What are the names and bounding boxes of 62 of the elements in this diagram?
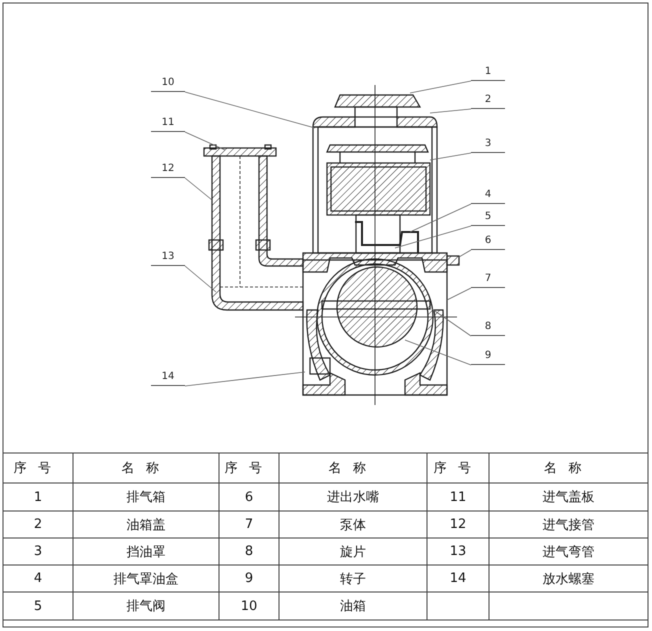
part-name: 进气接管	[542, 516, 594, 534]
leader-line	[430, 152, 472, 160]
callout-number: 13	[151, 251, 185, 266]
item-number: 12	[450, 517, 466, 532]
leader-line	[458, 250, 472, 258]
item-number: 11	[450, 490, 466, 504]
part-name: 进气弯管	[542, 544, 594, 560]
leader-line	[432, 308, 472, 336]
callout-number: 6	[471, 235, 505, 250]
part-name: 排气罩油盒	[114, 570, 178, 588]
callout-number: 8	[471, 321, 505, 336]
leader-line	[430, 108, 472, 114]
leader-line	[394, 226, 472, 248]
item-number: 7	[244, 517, 254, 532]
item-number: 1	[34, 490, 42, 504]
part-name: 旋片	[340, 544, 366, 560]
part-name: 泵体	[340, 516, 366, 534]
callout-number: 5	[471, 211, 505, 226]
column-header: 名称	[121, 460, 171, 477]
part-name: 油箱	[340, 598, 366, 615]
item-number: 14	[450, 571, 466, 586]
part-name: 放水螺塞	[542, 570, 594, 588]
callout-number: 11	[151, 117, 185, 132]
leader-line	[184, 132, 226, 150]
item-number: 9	[244, 571, 254, 586]
part-name: 油箱盖	[126, 516, 166, 534]
leader-line	[410, 80, 472, 94]
part-name: 排气箱	[126, 489, 166, 506]
callout-number: 3	[471, 138, 505, 153]
leader-line	[184, 178, 212, 200]
callout-number: 12	[151, 163, 185, 178]
column-header: 序号	[433, 460, 483, 477]
part-name: 排气阀	[126, 598, 166, 615]
leader-line	[184, 372, 306, 386]
column-header: 序号	[13, 460, 63, 477]
column-header: 名称	[328, 460, 378, 477]
leader-line	[184, 92, 316, 128]
callout-number: 9	[471, 350, 505, 365]
leader-line	[184, 266, 216, 292]
item-number: 2	[34, 517, 42, 532]
item-number: 10	[240, 598, 258, 614]
callout-number: 7	[471, 273, 505, 288]
item-number: 3	[34, 544, 42, 559]
callout-number: 10	[151, 77, 185, 92]
leader-line	[404, 340, 472, 366]
part-name: 挡油罩	[126, 544, 166, 560]
part-name: 进出水嘴	[327, 489, 379, 506]
callout-number: 1	[471, 66, 505, 81]
item-number: 8	[244, 544, 254, 559]
part-name: 进气盖板	[542, 489, 594, 506]
part-name: 转子	[340, 570, 366, 588]
column-header: 名称	[544, 460, 594, 477]
callout-number: 2	[471, 94, 505, 109]
column-header: 序号	[224, 460, 274, 477]
item-number: 5	[34, 598, 42, 614]
item-number: 6	[244, 490, 254, 504]
leader-line	[446, 288, 472, 300]
item-number: 13	[450, 544, 466, 559]
item-number: 4	[34, 571, 42, 586]
callout-number: 14	[151, 371, 185, 386]
callout-number: 4	[471, 189, 505, 204]
leader-line	[410, 204, 472, 232]
